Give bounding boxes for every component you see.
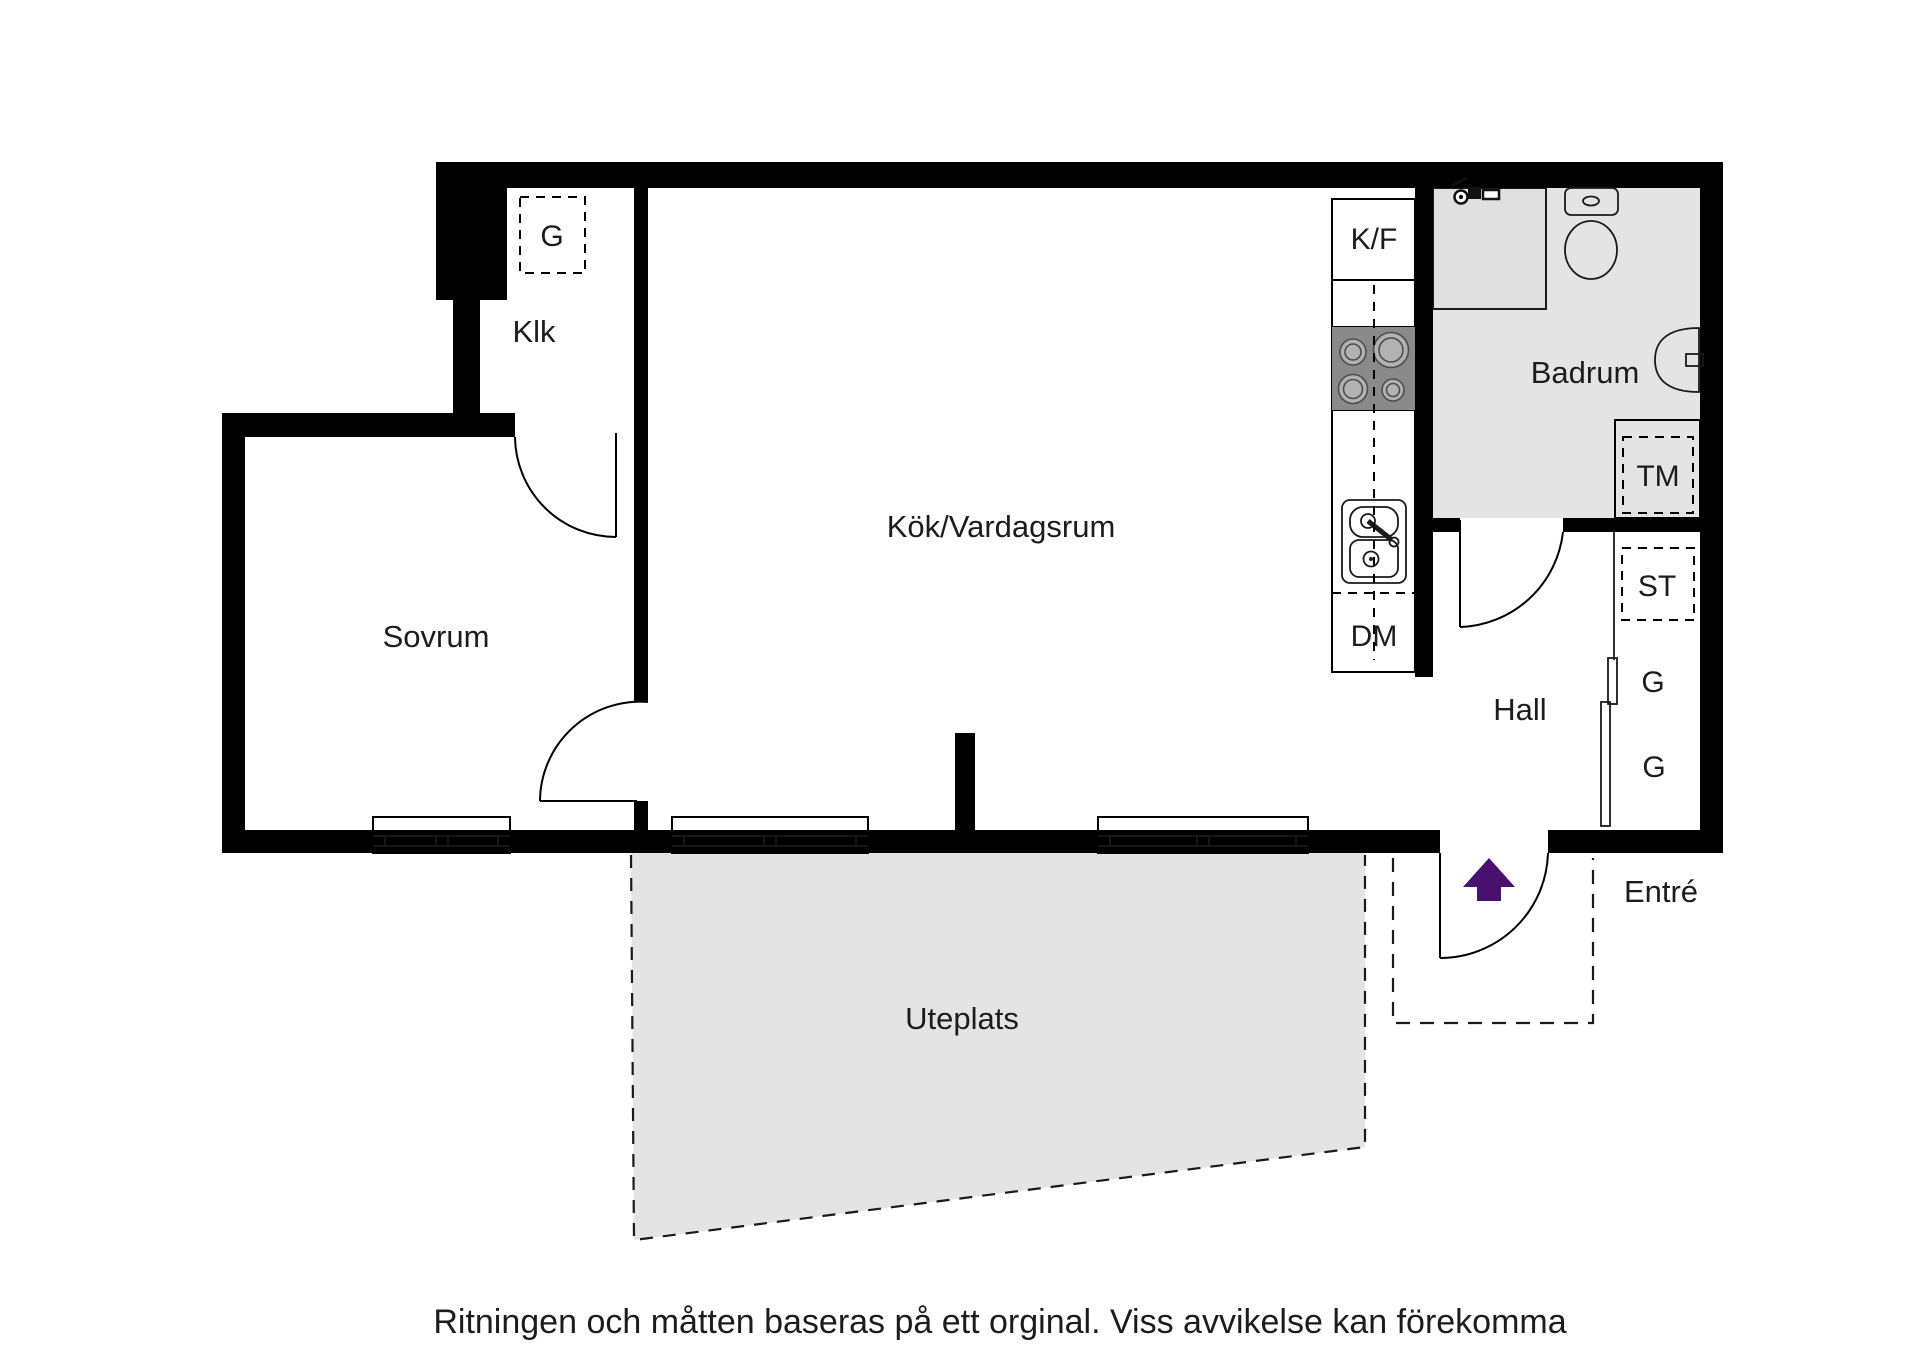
sink-tap — [1360, 513, 1376, 529]
burner-ring — [1378, 337, 1404, 363]
wall-bottom-left — [222, 830, 1440, 853]
burner-ring — [1344, 343, 1362, 361]
burner-icon — [1381, 378, 1405, 402]
wall-sovrum-top — [222, 413, 515, 437]
door-swing-entrance — [1439, 852, 1549, 959]
sink-drain — [1362, 550, 1380, 568]
wall-sovrum-divider-stub — [634, 801, 648, 830]
wall-kitchen-bathroom — [1415, 188, 1433, 677]
room-label-kok-vardagsrum: Kök/Vardagsrum — [887, 509, 1116, 544]
wall-left — [222, 413, 245, 853]
sliding-door-panel — [1600, 701, 1611, 827]
labels: Sovrum Klk Kök/Vardagsrum Badrum Hall En… — [383, 220, 1698, 1341]
sliding-door-panel — [1607, 657, 1618, 705]
windows — [372, 816, 1309, 854]
door-swing-bathroom — [1459, 520, 1564, 628]
kitchen-counter — [1331, 198, 1416, 673]
room-label-hall: Hall — [1493, 692, 1546, 727]
fixture-label-dishwasher: DM — [1351, 620, 1398, 653]
washing-machine-box — [1614, 419, 1701, 519]
shower-mixer-icon — [1451, 176, 1501, 205]
kitchen-counter-outline — [1331, 198, 1416, 673]
wall-top — [436, 162, 1723, 188]
cleaning-closet-dashed — [1621, 547, 1695, 621]
room-label-sovrum: Sovrum — [383, 619, 490, 654]
room-label-klk: Klk — [512, 314, 556, 349]
wall-bathroom-hall-right — [1563, 518, 1700, 532]
fixture-label-wardrobe-upper: G — [1641, 666, 1664, 699]
sink-tap-handle — [1366, 519, 1394, 542]
window-icon — [372, 816, 511, 854]
sink-tap-knob — [1388, 536, 1400, 548]
stove-burners — [1337, 331, 1410, 405]
wall-klk-strip — [453, 300, 480, 413]
washing-machine-dashed — [1622, 436, 1694, 514]
hall-closets — [1600, 419, 1701, 827]
burner-ring — [1385, 382, 1401, 398]
patio-area — [631, 853, 1365, 1240]
entry-arrow-icon — [1463, 858, 1515, 901]
wall-klk-block — [436, 162, 507, 300]
fixture-label-washing-machine: TM — [1636, 460, 1679, 493]
sink-drain-dot — [1369, 557, 1373, 561]
entry-porch-dashed-outline — [1391, 858, 1595, 1025]
window-icon — [1097, 816, 1309, 854]
walls — [222, 162, 1723, 853]
room-label-entre: Entré — [1624, 874, 1698, 909]
burner-icon — [1339, 338, 1367, 366]
wall-window-stub — [955, 733, 975, 830]
burner-ring — [1342, 378, 1364, 400]
caption-text: Ritningen och måtten baseras på ett orgi… — [433, 1303, 1566, 1341]
wall-bottom-right — [1548, 830, 1723, 853]
fixture-label-wardrobe-lower: G — [1642, 751, 1665, 784]
door-swing-sovrum — [539, 700, 649, 802]
fixture-label-fridge-freezer: K/F — [1351, 223, 1398, 256]
room-label-badrum: Badrum — [1531, 355, 1640, 390]
bathroom-fixtures — [1451, 176, 1704, 393]
washbasin-icon — [1654, 327, 1704, 393]
shower-area — [1432, 187, 1547, 310]
doors — [514, 433, 1564, 959]
window-icon — [671, 816, 869, 854]
wall-bathroom-hall-left — [1415, 518, 1460, 532]
patio-dashed-border — [629, 854, 1367, 1242]
wall-sovrum-divider — [634, 188, 648, 702]
fixture-label-wardrobe-klk: G — [540, 220, 563, 253]
door-swing-klk — [514, 433, 617, 538]
room-label-uteplats: Uteplats — [905, 1001, 1019, 1036]
wall-right — [1700, 162, 1723, 853]
wardrobe-dashed-box — [519, 196, 586, 274]
toilet-icon — [1564, 187, 1619, 280]
fixture-label-cleaning-closet: ST — [1638, 570, 1676, 603]
